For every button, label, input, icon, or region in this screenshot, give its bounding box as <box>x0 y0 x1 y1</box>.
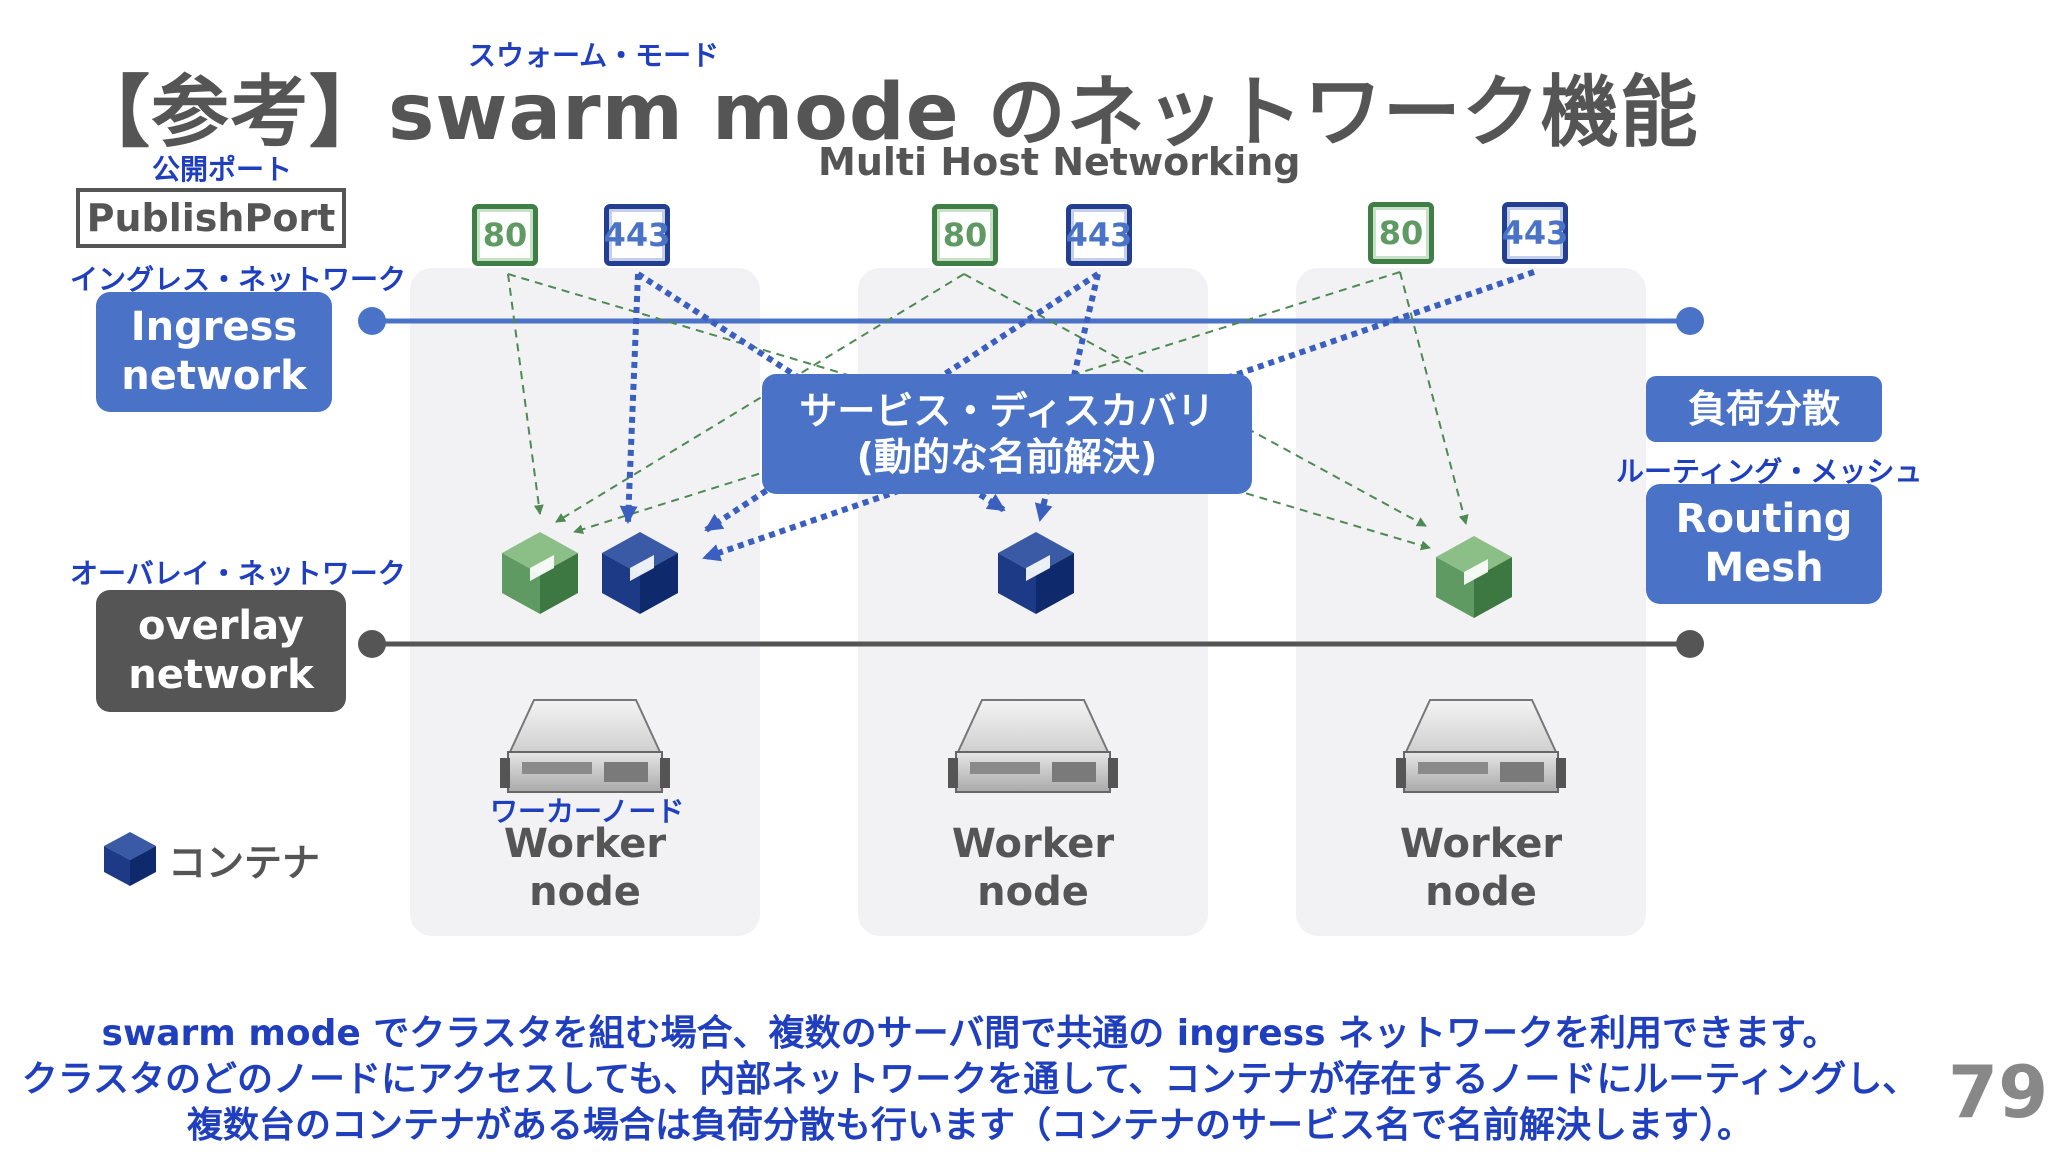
worker-node-label-3: Worker node <box>1399 821 1563 915</box>
ingress-network-box: Ingress network <box>96 292 332 412</box>
diagram-subtitle: Multi Host Networking <box>818 140 1301 184</box>
container-icon <box>104 832 156 886</box>
worker-node-label-2: Worker node <box>951 821 1115 915</box>
server-icon-node1 <box>500 699 670 793</box>
load-balance-box: 負荷分散 <box>1646 376 1882 442</box>
container-green-node1 <box>502 532 578 614</box>
container-green-node3 <box>1436 536 1512 618</box>
port-443-node3: 443 <box>1502 202 1568 264</box>
port-443-node1: 443 <box>604 204 670 266</box>
route-80-n1-to-c1 <box>507 273 544 515</box>
page-number: 79 <box>1948 1050 2048 1134</box>
ingress-ruby: イングレス・ネットワーク <box>70 263 407 296</box>
worker-node-column-1 <box>410 268 760 936</box>
route-443-n3-to-c2 <box>702 269 1535 562</box>
routing-mesh-ruby: ルーティング・メッシュ <box>1616 455 1923 488</box>
publish-port-ruby: 公開ポート <box>152 153 293 186</box>
ingress-line-end-dot <box>1676 307 1704 335</box>
route-443-n1-to-c2 <box>619 273 641 524</box>
worker-node-ruby: ワーカーノード <box>490 795 685 828</box>
container-navy-node1 <box>602 532 678 614</box>
footer-line-3: 複数台のコンテナがある場合は負荷分散も行います（コンテナのサービス名で名前解決し… <box>186 1105 1753 1146</box>
port-80-node2: 80 <box>932 204 998 266</box>
server-icon-node2 <box>948 699 1118 793</box>
route-80-n2-to-c4 <box>963 273 1427 527</box>
routing-mesh-box: Routing Mesh <box>1646 484 1882 604</box>
port-443-node2: 443 <box>1066 204 1132 266</box>
route-80-n3-to-c1 <box>573 271 1401 535</box>
footer-line-1: swarm mode でクラスタを組む場合、複数のサーバ間で共通の ingres… <box>101 1013 1839 1054</box>
service-discovery-title: サービス・ディスカバリ <box>799 388 1215 433</box>
routing-mesh-label: Routing Mesh <box>1675 496 1853 591</box>
overlay-ruby: オーバレイ・ネットワーク <box>70 557 406 590</box>
service-discovery-box: サービス・ディスカバリ (動的な名前解決) <box>762 374 1252 494</box>
page-title: 【参考】swarm mode のネットワーク機能 <box>72 68 1699 158</box>
overlay-line-end-dot <box>1676 630 1704 658</box>
container-navy-node2 <box>998 532 1074 614</box>
overlay-network-box: overlay network <box>96 590 346 712</box>
server-icon-node3 <box>1396 699 1566 793</box>
overlay-network-label: overlay network <box>128 603 314 698</box>
port-80-node1: 80 <box>472 204 538 266</box>
service-discovery-subtitle: (動的な名前解決) <box>856 435 1158 479</box>
ingress-network-label: Ingress network <box>121 304 307 399</box>
route-80-n3-to-c4 <box>1399 271 1469 525</box>
load-balance-label: 負荷分散 <box>1687 386 1840 431</box>
worker-node-label-1: Worker node <box>503 821 667 915</box>
overlay-line-start-dot <box>358 630 386 658</box>
route-80-n2-to-c1 <box>555 273 965 523</box>
legend-container-label: コンテナ <box>168 841 321 885</box>
port-80-node3: 80 <box>1368 202 1434 264</box>
publish-port-label: PublishPort <box>76 188 346 248</box>
title-ruby: スウォーム・モード <box>468 39 720 72</box>
ingress-line-start-dot <box>358 307 386 335</box>
footer-line-2: クラスタのどのノードにアクセスしても、内部ネットワークを通して、コンテナが存在す… <box>21 1059 1919 1100</box>
